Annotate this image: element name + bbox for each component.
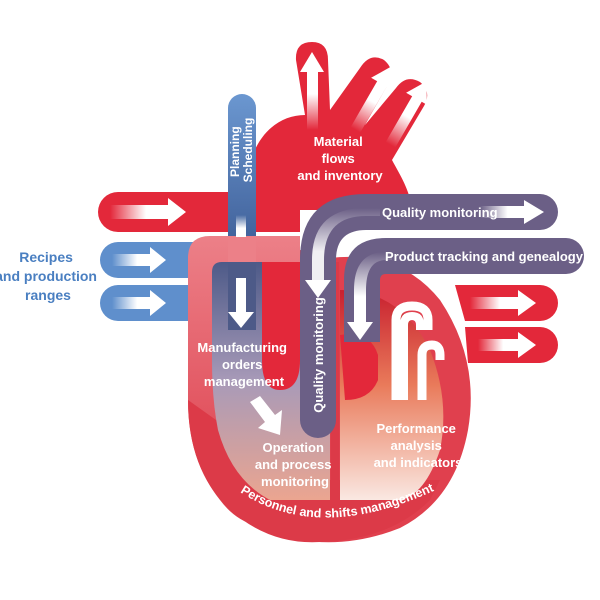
red-outflow-pipe-1 (455, 285, 558, 321)
material-flow-lobe (246, 42, 428, 210)
product-tracking-label: Product tracking and genealogy (385, 249, 584, 264)
quality-monitoring-pipe (300, 194, 558, 438)
performance-label: Performance analysis and indicators (374, 421, 463, 470)
blue-inflow-pipe-1 (100, 242, 210, 278)
red-chamber-blob (262, 262, 300, 390)
upward-arrow-2 (350, 66, 392, 133)
heart-bottom (188, 400, 440, 543)
upward-arrow-3 (385, 81, 427, 148)
product-tracking-pipe (344, 238, 584, 342)
manufacturing-label: Manufacturing orders management (197, 340, 290, 389)
planning-label: Planning Scheduling (228, 118, 255, 183)
blue-inflow-pipe-2 (100, 285, 210, 321)
material-label: Material flows and inventory (297, 134, 383, 183)
red-outflow-pipe-2 (465, 327, 558, 363)
upward-arrow-1 (300, 52, 324, 130)
recipes-label: Recipes and production ranges (0, 249, 101, 303)
performance-indicator-icon (391, 301, 445, 400)
quality-monitoring-vertical-label: Quality monitoring (311, 297, 326, 413)
planning-scheduling-pipe (228, 94, 256, 330)
red-chamber-blob-right (340, 334, 378, 400)
operation-label: Operation and process monitoring (255, 440, 335, 489)
red-inflow-pipe (98, 192, 300, 232)
diagonal-arrow (250, 396, 282, 435)
quality-monitoring-top-label: Quality monitoring (382, 205, 498, 220)
